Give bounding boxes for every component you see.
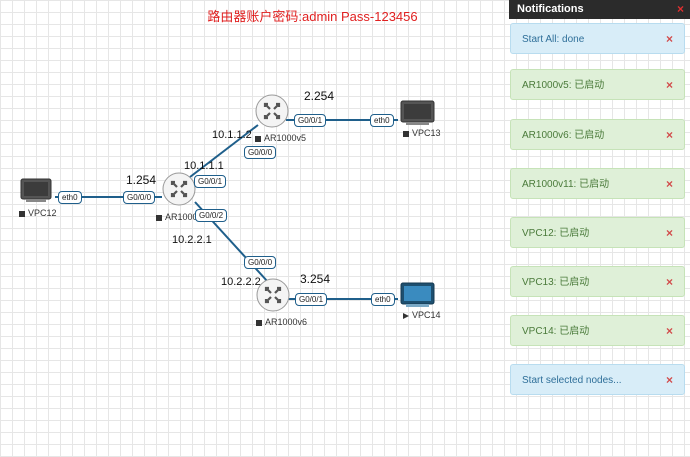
notification-close-icon[interactable]: ×	[665, 32, 673, 46]
notification-text: VPC14: 已启动	[522, 326, 590, 337]
vpc12-label: VPC12	[19, 208, 57, 218]
port-top-g000[interactable]: G0/0/0	[244, 146, 277, 159]
notification-close-icon[interactable]: ×	[665, 226, 673, 240]
port-vpc13-eth0[interactable]: eth0	[370, 114, 394, 127]
port-bottom-g001[interactable]: G0/0/1	[295, 293, 328, 306]
notifications-title: Notifications	[517, 3, 584, 15]
notification-text: VPC12: 已启动	[522, 228, 590, 239]
notification-close-icon[interactable]: ×	[665, 275, 673, 289]
ip-center-top: 10.1.1.1	[184, 160, 224, 172]
port-top-g001[interactable]: G0/0/1	[294, 114, 327, 127]
notification-text: AR1000v6: 已启动	[522, 130, 605, 141]
notifications-panel: Notifications × Start All: done×AR1000v5…	[509, 0, 690, 457]
notification-close-icon[interactable]: ×	[665, 128, 673, 142]
banner-credentials: 路由器账户密码:admin Pass-123456	[207, 9, 418, 24]
port-vpc14-eth0[interactable]: eth0	[371, 293, 395, 306]
node-state-icon	[156, 214, 162, 221]
ip-center-bottom: 10.2.2.1	[172, 234, 212, 246]
ip-center-left: 1.254	[126, 173, 157, 187]
router-top-label: AR1000v5	[255, 133, 306, 143]
notification-text: AR1000v11: 已启动	[522, 179, 610, 190]
vpc13-icon[interactable]	[400, 100, 435, 125]
node-state-icon	[255, 135, 261, 142]
vpc14-label: VPC14	[403, 310, 441, 320]
ip-top-left: 10.1.1.2	[212, 129, 252, 141]
notification-text: AR1000v5: 已启动	[522, 80, 605, 91]
notification-item: Start selected nodes... ×	[510, 364, 685, 395]
ip-bottom-right: 3.254	[300, 272, 331, 286]
port-center-g000[interactable]: G0/0/0	[123, 191, 156, 204]
notification-text: Start selected nodes...	[522, 375, 622, 386]
router-bottom-icon[interactable]	[256, 278, 290, 312]
router-center-label: AR1000v	[156, 212, 202, 222]
port-vpc12-eth0[interactable]: eth0	[58, 191, 82, 204]
notification-close-icon[interactable]: ×	[665, 78, 673, 92]
notification-item: VPC13: 已启动 ×	[510, 266, 685, 297]
router-center-icon[interactable]	[162, 172, 196, 206]
vpc14-icon[interactable]	[400, 282, 435, 307]
notification-item: AR1000v5: 已启动 ×	[510, 69, 685, 100]
vpc12-icon[interactable]	[20, 178, 52, 202]
router-bottom-label: AR1000v6	[256, 317, 307, 327]
ip-top-right: 2.254	[304, 89, 335, 103]
port-bottom-g000[interactable]: G0/0/0	[244, 256, 277, 269]
notification-item: AR1000v6: 已启动 ×	[510, 119, 685, 150]
topology-canvas	[20, 94, 435, 312]
port-center-g002[interactable]: G0/0/2	[195, 209, 228, 222]
node-state-icon	[256, 319, 262, 326]
notification-text: Start All: done	[522, 34, 585, 45]
notification-item: AR1000v11: 已启动 ×	[510, 168, 685, 199]
node-state-icon	[403, 130, 409, 137]
node-running-icon	[403, 312, 409, 319]
vpc13-label: VPC13	[403, 128, 441, 138]
router-top-icon[interactable]	[255, 94, 289, 128]
notification-item: VPC14: 已启动 ×	[510, 315, 685, 346]
notification-item: Start All: done ×	[510, 23, 685, 54]
link-center-top	[189, 124, 259, 178]
notifications-header: Notifications ×	[509, 0, 690, 19]
notification-text: VPC13: 已启动	[522, 277, 590, 288]
notification-close-icon[interactable]: ×	[665, 324, 673, 338]
node-state-icon	[19, 210, 25, 217]
notification-close-icon[interactable]: ×	[665, 177, 673, 191]
notification-close-icon[interactable]: ×	[665, 373, 673, 387]
port-center-g001[interactable]: G0/0/1	[194, 175, 227, 188]
ip-bottom-left: 10.2.2.2	[221, 276, 261, 288]
notification-item: VPC12: 已启动 ×	[510, 217, 685, 248]
notifications-close-icon[interactable]: ×	[676, 2, 684, 16]
